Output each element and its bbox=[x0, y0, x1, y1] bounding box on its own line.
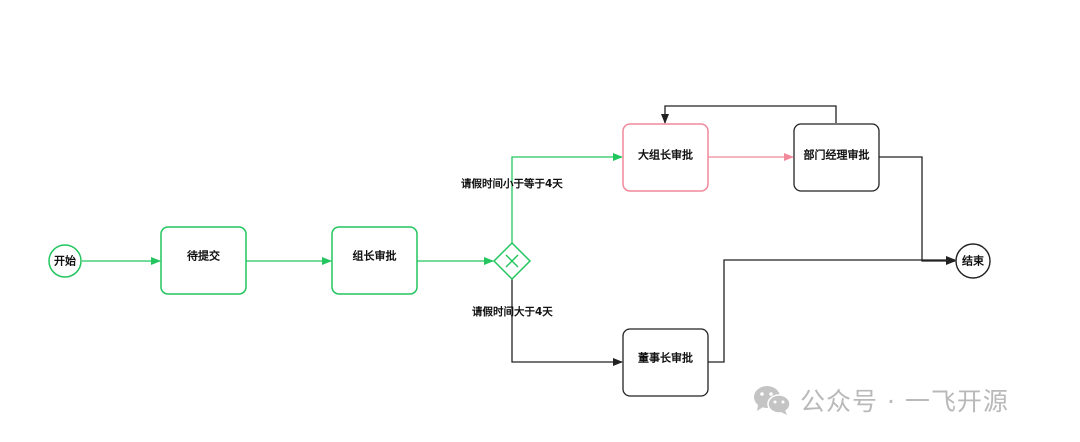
task-pending-submit[interactable]: 待提交 bbox=[160, 226, 247, 295]
exclusive-gateway[interactable] bbox=[492, 241, 532, 281]
wechat-icon bbox=[754, 386, 791, 415]
edge-dept-manager-back-to-senior-leader bbox=[661, 105, 837, 124]
task-senior-leader-approval[interactable]: 大组长审批 bbox=[622, 123, 709, 192]
start-event-label: 开始 bbox=[54, 254, 76, 268]
task-team-leader-approval-label: 组长审批 bbox=[353, 249, 397, 263]
watermark: 公众号 · 一飞开源 bbox=[752, 382, 1009, 418]
task-dept-manager-approval[interactable]: 部门经理审批 bbox=[793, 123, 880, 192]
task-pending-submit-label: 待提交 bbox=[186, 249, 220, 263]
edge-gateway-to-senior-leader bbox=[511, 153, 623, 243]
edge-label-leq-4-days: 请假时间小于等于4天 bbox=[461, 177, 563, 190]
end-event-label: 结束 bbox=[961, 254, 985, 268]
edge-dept-manager-to-end bbox=[879, 156, 956, 265]
edge-label-gt-4-days: 请假时间大于4天 bbox=[472, 305, 553, 318]
edge-gateway-to-chairman bbox=[511, 279, 623, 366]
exclusive-gateway-x-icon bbox=[505, 254, 519, 268]
start-event[interactable]: 开始 bbox=[48, 244, 82, 278]
task-senior-leader-approval-label: 大组长审批 bbox=[638, 148, 693, 162]
task-team-leader-approval[interactable]: 组长审批 bbox=[331, 226, 418, 295]
task-chairman-approval-label: 董事长审批 bbox=[638, 351, 693, 365]
watermark-text: 公众号 · 一飞开源 bbox=[800, 387, 1009, 416]
edge-chairman-to-end bbox=[708, 256, 956, 363]
task-chairman-approval[interactable]: 董事长审批 bbox=[622, 328, 709, 397]
task-dept-manager-approval-label: 部门经理审批 bbox=[804, 148, 870, 162]
end-event[interactable]: 结束 bbox=[955, 243, 991, 279]
